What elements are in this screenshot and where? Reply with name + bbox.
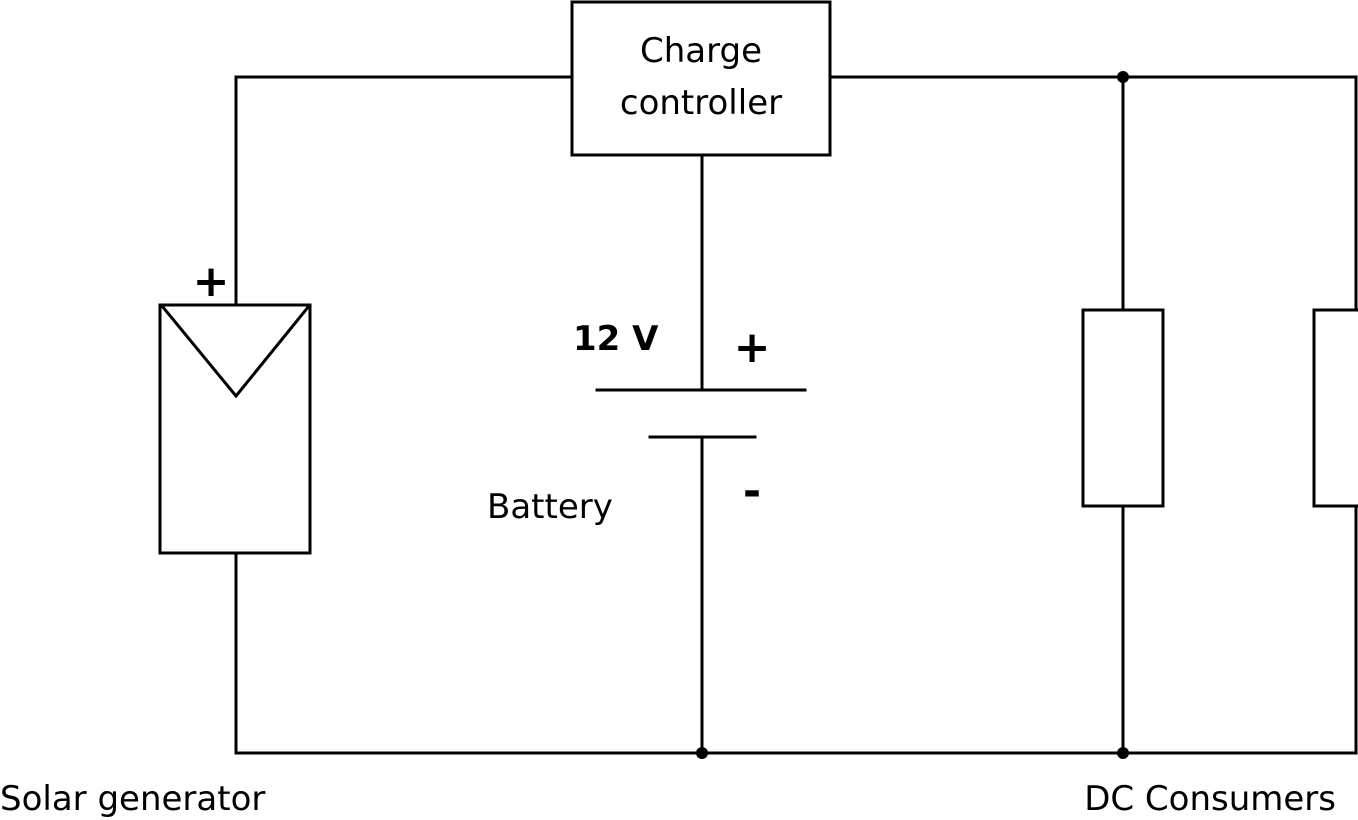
solar-panel-triangle [159, 303, 312, 399]
wire-bottom [234, 503, 1358, 755]
charge-controller-label-line2: controller [620, 83, 782, 123]
dc-consumers-label: DC Consumers [1084, 779, 1336, 819]
charge-controller-box [570, 0, 832, 157]
junction-dot-top-right [1117, 71, 1129, 83]
battery-minus-sign: - [743, 466, 761, 517]
battery-plus-sign: + [734, 322, 771, 373]
battery-label: Battery [487, 487, 613, 527]
consumer-resistor-2 [1312, 308, 1358, 508]
junction-dot-bottom-middle [696, 747, 708, 759]
solar-panel-box [158, 303, 312, 555]
solar-plus-sign: + [193, 256, 230, 307]
charge-controller-label-line1: Charge [640, 31, 762, 71]
wire-top-right [828, 75, 1358, 312]
solar-generator-label: Solar generator [0, 779, 265, 819]
junction-dot-bottom-right [1117, 747, 1129, 759]
consumer-resistor-1 [1081, 308, 1165, 508]
wire-top-left [234, 75, 574, 307]
battery-voltage-label: 12 V [573, 319, 659, 359]
